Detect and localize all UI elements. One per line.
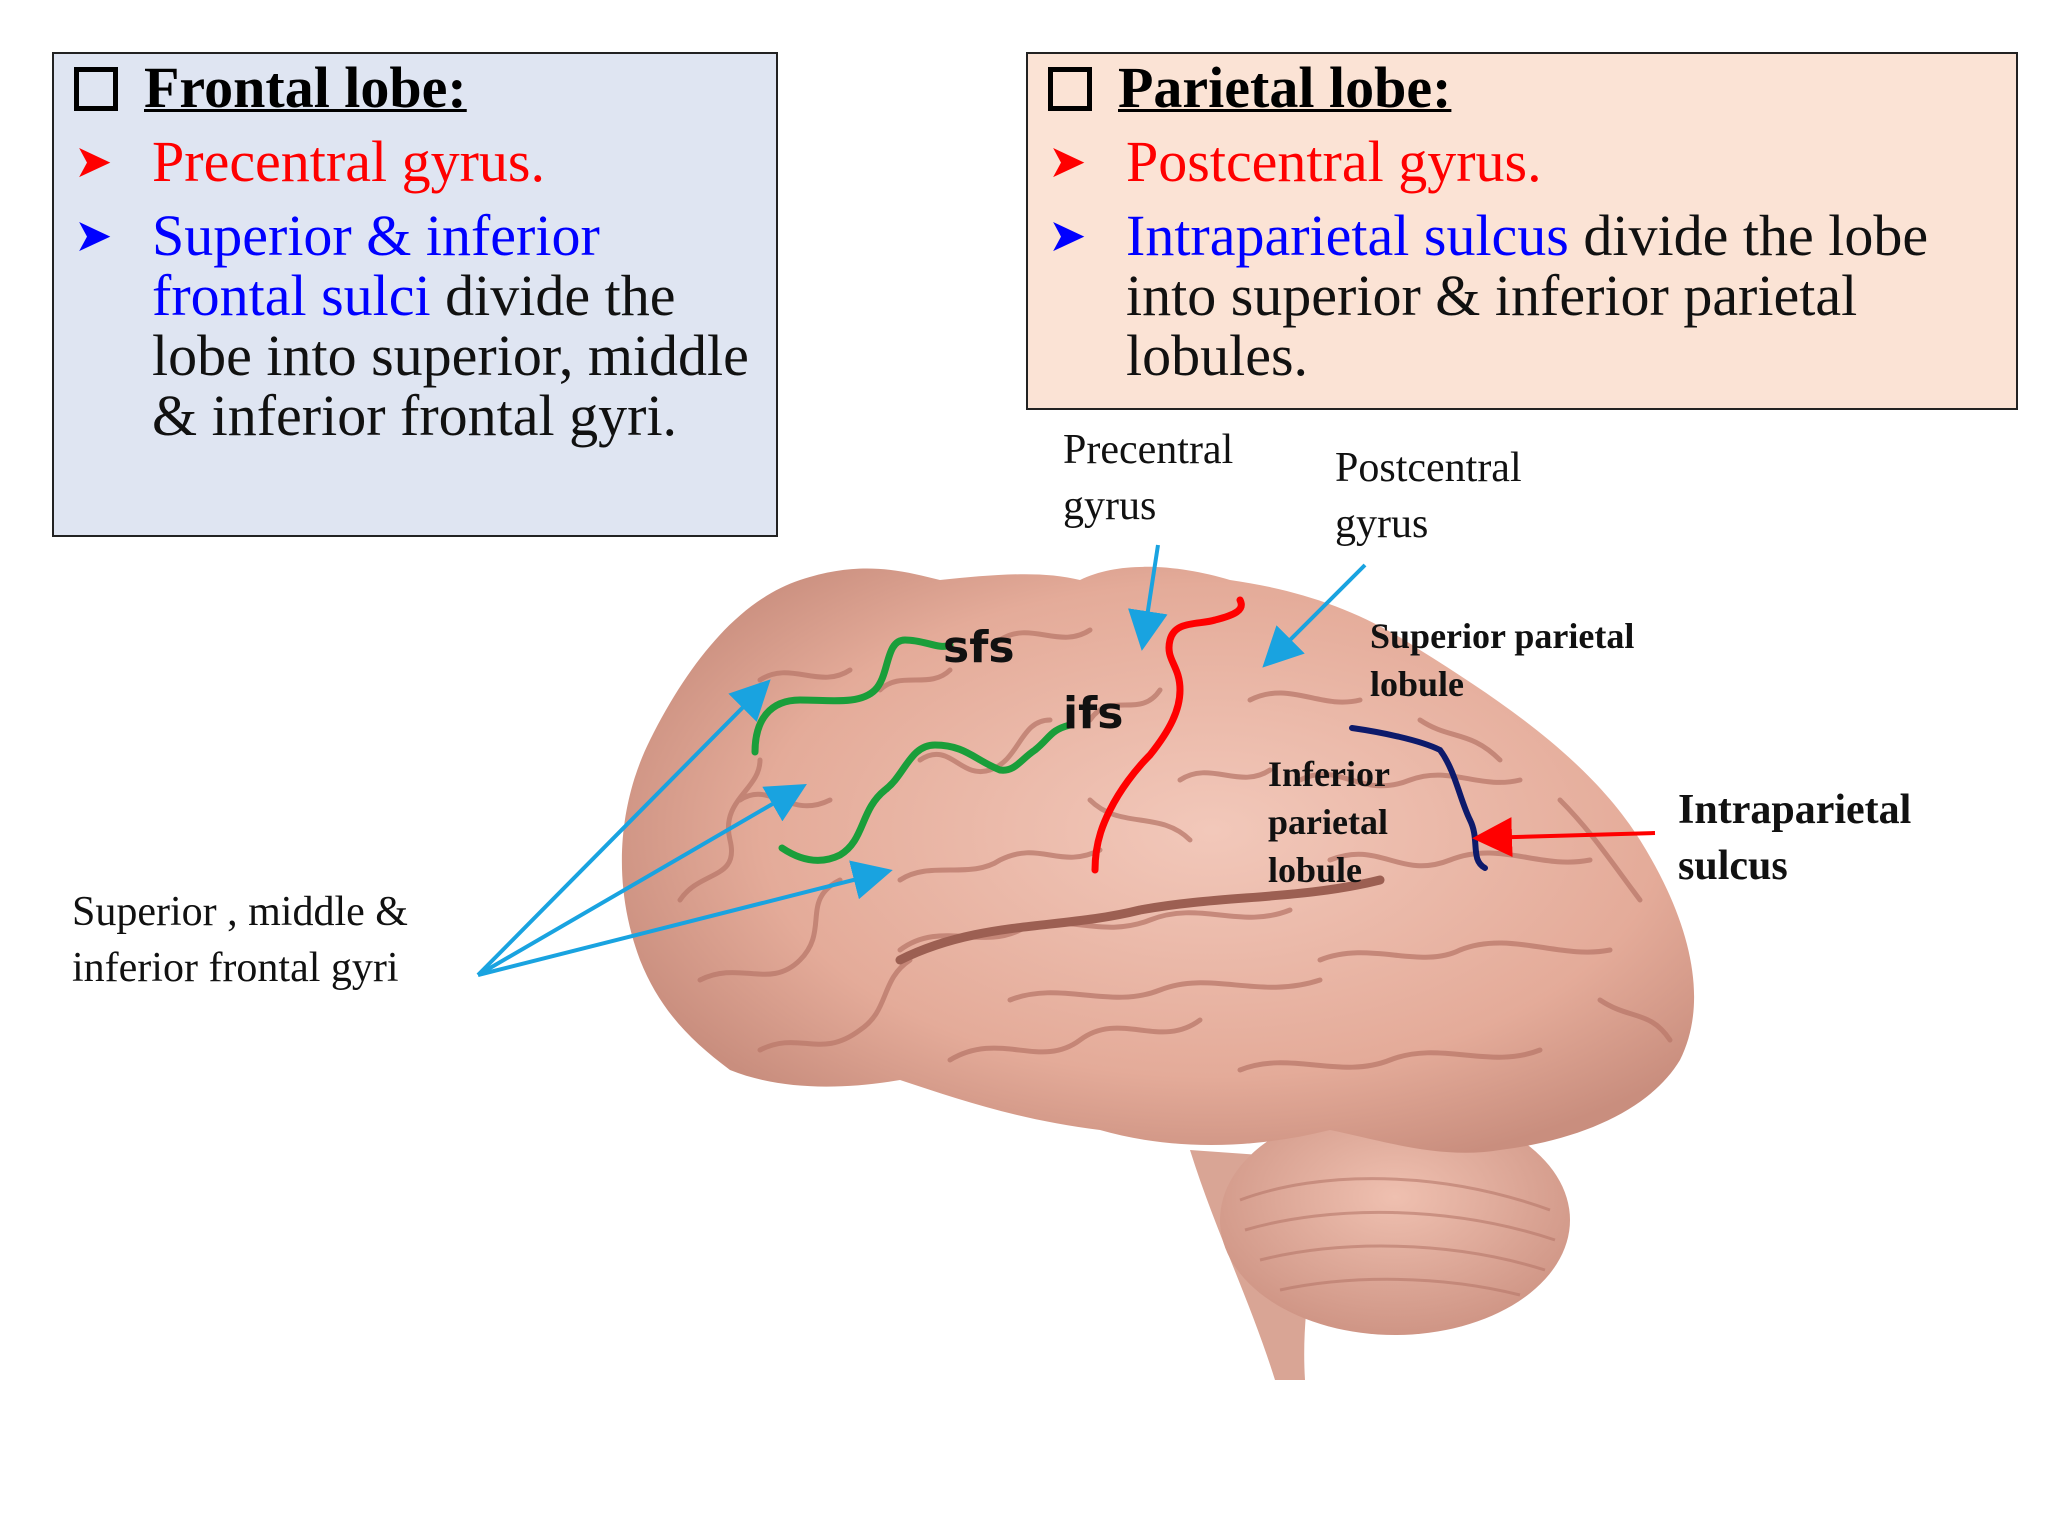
parietal-item: ➤ Intraparietal sulcus divide the lobe i…: [1048, 206, 1996, 386]
postcentral-gyrus-label: Postcentral gyrus: [1335, 445, 1522, 547]
superior-parietal-lobule-label: Superior parietal lobule: [1370, 616, 1635, 704]
arrow-bullet-icon: ➤: [74, 136, 113, 187]
cerebellum: [1220, 1105, 1570, 1335]
checkbox-bullet-icon: [1048, 67, 1092, 111]
pointer-arrow: [1128, 544, 1168, 651]
frontal-gyri-label: Superior , middle & inferior frontal gyr…: [72, 889, 408, 991]
arrow-bullet-icon: ➤: [1048, 136, 1087, 187]
parietal-item-red: Postcentral gyrus.: [1126, 129, 1542, 194]
frontal-lobe-box: Frontal lobe: ➤ Precentral gyrus. ➤ Supe…: [52, 52, 778, 537]
superior-frontal-sulcus: [751, 636, 954, 756]
frontal-lobe-title: Frontal lobe:: [144, 55, 467, 120]
cerebrum: [621, 566, 1695, 1153]
parietal-lobe-title: Parietal lobe:: [1118, 55, 1452, 120]
central-sulcus: [1091, 596, 1245, 874]
parietal-item-text: divide the lobe into superior & inferior…: [1126, 203, 1929, 388]
pointer-arrow: [476, 783, 807, 977]
inferior-frontal-sulcus: [778, 721, 1074, 864]
frontal-item-text: divide the lobe into superior, middle & …: [152, 263, 749, 448]
parietal-item-blue: Intraparietal sulcus: [1126, 203, 1569, 268]
frontal-lobe-heading: Frontal lobe:: [74, 58, 756, 118]
arrow-bullet-icon: ➤: [74, 210, 113, 261]
frontal-item-blue: Superior & inferior frontal sulci: [152, 203, 600, 328]
intraparietal-pointer-arrow: [1472, 817, 1656, 858]
pointer-arrow: [476, 679, 771, 977]
ifs-label: ifs: [1063, 688, 1124, 739]
intraparietal-sulcus-label: Intraparietal sulcus: [1678, 787, 1912, 889]
sfs-label: sfs: [943, 622, 1015, 673]
parietal-lobe-box: Parietal lobe: ➤ Postcentral gyrus. ➤ In…: [1026, 52, 2018, 410]
frontal-item: ➤ Superior & inferior frontal sulci divi…: [74, 206, 756, 446]
parietal-item: ➤ Postcentral gyrus.: [1048, 132, 1996, 192]
pointer-arrow: [477, 860, 893, 977]
arrow-bullet-icon: ➤: [1048, 210, 1087, 261]
pointer-arrow: [1262, 563, 1367, 668]
inferior-parietal-lobule-label: Inferior parietal lobule: [1268, 754, 1390, 890]
lateral-sulcus: [895, 875, 1385, 965]
parietal-lobe-heading: Parietal lobe:: [1048, 58, 1996, 118]
precentral-gyrus-label: Precentral gyrus: [1063, 427, 1234, 529]
checkbox-bullet-icon: [74, 67, 118, 111]
frontal-item: ➤ Precentral gyrus.: [74, 132, 756, 192]
frontal-item-red: Precentral gyrus.: [152, 129, 545, 194]
